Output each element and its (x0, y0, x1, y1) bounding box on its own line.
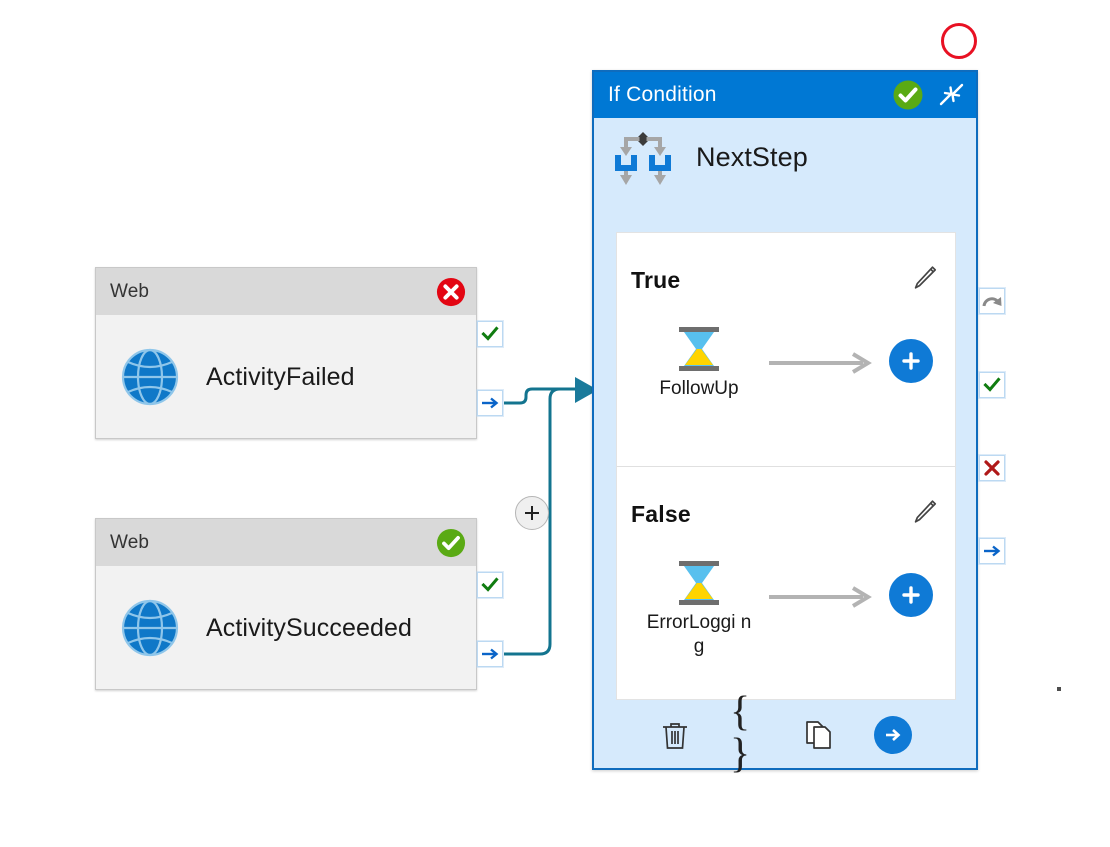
hourglass-icon (679, 561, 719, 605)
branch-step-followup[interactable]: FollowUp (617, 325, 767, 401)
activity-name-label: ActivityFailed (206, 362, 355, 391)
plus-icon (902, 586, 920, 604)
connector-failed-to-if (504, 387, 582, 405)
card-type-label: Web (110, 531, 150, 553)
globe-icon (121, 348, 179, 406)
green-check-icon (481, 326, 499, 341)
card-body: ActivitySucceeded (96, 566, 476, 690)
branch-false[interactable]: False (617, 466, 955, 699)
braces-icon: { } (730, 689, 751, 777)
globe-icon (121, 599, 179, 657)
error-circle-icon (436, 277, 466, 306)
copy-icon (806, 721, 831, 749)
canvas-dot (1057, 687, 1061, 691)
collapse-diagonal-icon[interactable] (936, 80, 966, 110)
branch-step-errorlogging[interactable]: ErrorLoggi ng (617, 559, 767, 660)
plus-icon (902, 352, 920, 370)
red-x-icon (984, 460, 1000, 476)
branch-label: True (631, 267, 681, 293)
card1-next-handle[interactable] (477, 390, 503, 416)
success-circle-icon (893, 80, 923, 110)
delete-button[interactable] (658, 718, 692, 752)
green-check-icon (983, 377, 1001, 392)
blue-arrow-right-icon (482, 397, 499, 409)
green-check-icon (481, 577, 499, 592)
card-type-label: Web (110, 280, 150, 302)
blue-arrow-right-icon (984, 545, 1001, 557)
code-view-button[interactable]: { } (730, 691, 764, 775)
panel-title: If Condition (608, 83, 717, 106)
go-button[interactable] (874, 716, 912, 754)
if-success-handle[interactable] (979, 372, 1005, 398)
pencil-icon[interactable] (909, 497, 939, 527)
branch-false-add-button[interactable] (889, 573, 933, 617)
card-body: ActivityFailed (96, 315, 476, 439)
branch-true-row: FollowUp (617, 325, 955, 435)
if-condition-header: If Condition (594, 72, 976, 118)
card2-next-handle[interactable] (477, 641, 503, 667)
branch-true-add-button[interactable] (889, 339, 933, 383)
if-condition-panel[interactable]: If Condition (592, 70, 1005, 775)
if-retry-handle[interactable] (979, 288, 1005, 314)
branch-stack: True (616, 232, 956, 700)
card1-success-handle[interactable] (477, 321, 503, 347)
card-header: Web (96, 519, 476, 566)
branch-label: False (631, 501, 691, 527)
if-condition-branch-icon (615, 132, 671, 185)
branch-true[interactable]: True (617, 233, 955, 466)
gray-arrow-right-icon (769, 352, 872, 374)
branch-false-row: ErrorLoggi ng (617, 559, 955, 669)
red-circle-marker (941, 23, 977, 59)
retry-arrow-icon (982, 297, 1002, 307)
blue-arrow-right-icon (482, 648, 499, 660)
pencil-icon[interactable] (909, 263, 939, 293)
step-name-label: NextStep (696, 141, 808, 172)
card-header: Web (96, 268, 476, 315)
activity-card-web-failed[interactable]: Web ActivityFailed (95, 267, 503, 439)
success-circle-icon (436, 528, 466, 557)
activity-name-label: ActivitySucceeded (206, 613, 412, 642)
activity-card-web-succeeded[interactable]: Web ActivitySucceeded (95, 518, 503, 690)
branch-step-label: FollowUp (659, 378, 739, 399)
copy-button[interactable] (802, 718, 836, 752)
if-next-handle[interactable] (979, 538, 1005, 564)
if-failure-handle[interactable] (979, 455, 1005, 481)
if-condition-footer-toolbar: { } (594, 691, 976, 775)
plus-circle-icon (525, 506, 539, 520)
trash-icon (663, 723, 687, 749)
card2-success-handle[interactable] (477, 572, 503, 598)
add-activity-on-connector-button[interactable] (515, 496, 549, 530)
arrow-right-circle-icon (886, 729, 901, 741)
gray-arrow-right-icon (769, 586, 872, 608)
hourglass-icon (679, 327, 719, 371)
branch-step-label: ErrorLoggi ng (646, 612, 752, 658)
if-condition-step-row: NextStep (594, 118, 976, 196)
